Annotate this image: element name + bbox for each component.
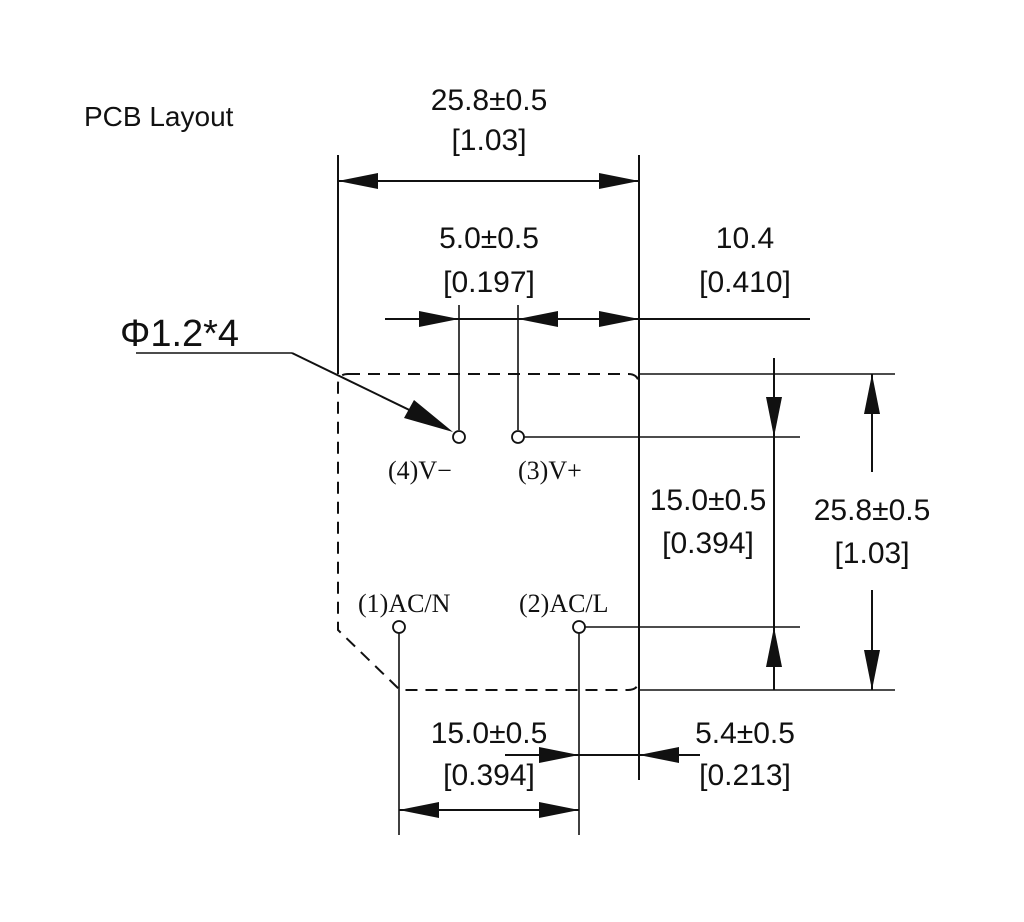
bottom-pitch-inch: [0.394] xyxy=(443,759,535,792)
top-pitch-mm: 5.0±0.5 xyxy=(439,222,539,255)
offset-bottom-mm: 5.4±0.5 xyxy=(695,717,795,750)
arrowhead xyxy=(639,747,679,763)
arrowhead xyxy=(539,802,579,818)
pin-label-1: (1)AC/N xyxy=(358,589,451,618)
arrowhead xyxy=(864,374,880,414)
side-height-mm: 25.8±0.5 xyxy=(814,494,931,527)
pin-hole-2 xyxy=(572,620,586,634)
arrowhead xyxy=(404,400,453,432)
dimension-top-pin-pitch: 5.0±0.5 [0.197] xyxy=(385,222,810,430)
arrowhead xyxy=(766,397,782,437)
pin-label-3: (3)V+ xyxy=(518,456,582,485)
pin-hole-1 xyxy=(392,620,406,634)
top-width-mm: 25.8±0.5 xyxy=(431,84,548,117)
drawing-title: PCB Layout xyxy=(84,101,234,132)
top-pitch-inch: [0.197] xyxy=(443,266,535,299)
pin-4: (4)V− xyxy=(388,430,466,485)
offset-bottom-inch: [0.213] xyxy=(699,759,791,792)
hole-spec-callout: Φ1.2*4 xyxy=(120,313,453,432)
dimension-offset-right: 10.4 [0.410] xyxy=(699,222,791,299)
arrowhead xyxy=(518,311,558,327)
pin-2: (2)AC/L xyxy=(519,589,609,835)
dimension-bottom-pin-pitch: 15.0±0.5 [0.394] xyxy=(399,717,579,818)
pin-label-2: (2)AC/L xyxy=(519,589,609,618)
dimension-top-width: 25.8±0.5 [1.03] xyxy=(337,84,640,780)
pin-hole-3 xyxy=(511,430,525,444)
arrowhead xyxy=(539,747,579,763)
bottom-pitch-mm: 15.0±0.5 xyxy=(431,717,548,750)
vertical-pitch-mm: 15.0±0.5 xyxy=(650,484,767,517)
pin-1: (1)AC/N xyxy=(358,589,451,835)
pin-3: (3)V+ xyxy=(511,430,582,485)
pin-label-4: (4)V− xyxy=(388,456,452,485)
top-width-inch: [1.03] xyxy=(451,124,526,157)
hole-spec-text: Φ1.2*4 xyxy=(120,313,239,355)
vertical-pitch-inch: [0.394] xyxy=(662,527,754,560)
arrowhead xyxy=(766,627,782,667)
arrowhead xyxy=(599,311,639,327)
arrowhead xyxy=(338,173,378,189)
dimension-side-height: 25.8±0.5 [1.03] xyxy=(814,374,931,690)
offset-right-mm: 10.4 xyxy=(716,222,774,255)
arrowhead xyxy=(864,650,880,690)
offset-right-inch: [0.410] xyxy=(699,266,791,299)
arrowhead xyxy=(599,173,639,189)
dimension-offset-bottom-right: 5.4±0.5 [0.213] xyxy=(505,717,795,792)
pin-hole-4 xyxy=(452,430,466,444)
footprint-outline xyxy=(337,373,640,691)
arrowhead xyxy=(419,311,459,327)
side-height-inch: [1.03] xyxy=(834,537,909,570)
dimension-vertical-pin-pitch: 15.0±0.5 [0.394] xyxy=(650,358,782,690)
arrowhead xyxy=(399,802,439,818)
